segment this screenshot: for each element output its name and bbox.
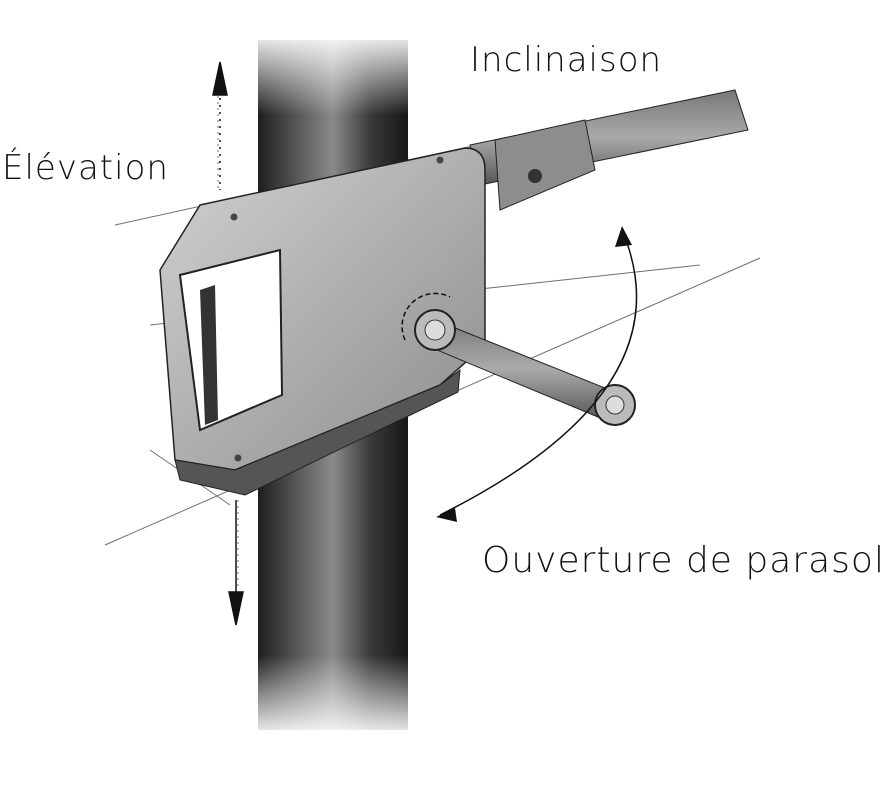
- elevation-label: Élévation: [2, 148, 169, 188]
- inclination-tube: [469, 89, 749, 211]
- crank-handle: [401, 292, 636, 426]
- crank-housing: [159, 147, 486, 496]
- opening-arc-arrow: [436, 226, 638, 522]
- parasol-opening-label: Ouverture de parasol: [482, 540, 885, 581]
- inclination-label: Inclinaison: [470, 40, 663, 80]
- elevation-arrow: [212, 61, 244, 626]
